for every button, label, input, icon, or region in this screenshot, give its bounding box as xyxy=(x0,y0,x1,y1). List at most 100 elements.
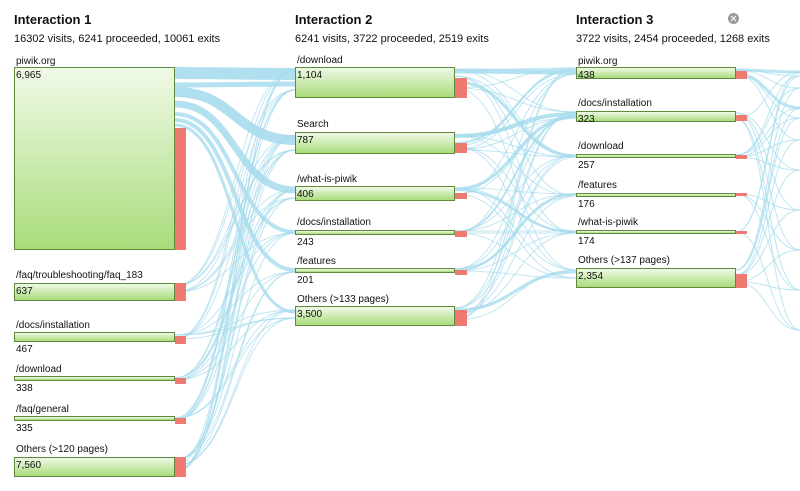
node-label: Others (>120 pages) xyxy=(16,444,108,455)
column-stats: 6241 visits, 3722 proceeded, 2519 exits xyxy=(295,33,489,45)
node-bar[interactable] xyxy=(14,283,175,301)
flow-link xyxy=(174,67,296,80)
column-stats: 16302 visits, 6241 proceeded, 10061 exit… xyxy=(14,33,221,45)
node-bar[interactable] xyxy=(295,230,455,235)
node-value: 257 xyxy=(578,160,595,171)
flow-link xyxy=(174,309,296,467)
column-title: Interaction 1 xyxy=(14,12,92,27)
flow-link xyxy=(174,197,296,381)
node-value: 1,104 xyxy=(297,70,323,81)
flow-link xyxy=(174,87,296,145)
flow-link xyxy=(454,69,577,113)
flow-link xyxy=(454,270,577,279)
node-label: Others (>133 pages) xyxy=(297,294,389,305)
node-bar[interactable] xyxy=(295,67,455,98)
node-bar[interactable] xyxy=(576,193,736,197)
flow-link xyxy=(735,75,800,233)
flow-link xyxy=(174,135,296,287)
flow-link xyxy=(174,81,296,88)
flow-link xyxy=(174,89,296,473)
flow-link xyxy=(174,69,296,340)
node-label: /docs/installation xyxy=(578,98,652,109)
node-exit-bar xyxy=(455,193,467,199)
flow-link xyxy=(174,112,296,234)
flow-link xyxy=(174,89,296,340)
node-bar[interactable] xyxy=(14,457,175,477)
node-value: 176 xyxy=(578,199,595,210)
node-exit-bar xyxy=(736,71,747,79)
node-label: /download xyxy=(16,364,62,375)
flow-link xyxy=(735,69,800,89)
flow-link xyxy=(174,89,296,287)
node-value: 406 xyxy=(297,189,314,200)
flow-link xyxy=(454,154,577,270)
flow-link xyxy=(454,87,577,271)
node-label: /faq/general xyxy=(16,404,69,415)
flow-link xyxy=(454,232,577,315)
node-value: 637 xyxy=(16,286,33,297)
node-bar[interactable] xyxy=(295,306,455,326)
node-label: Others (>137 pages) xyxy=(578,255,670,266)
node-label: /features xyxy=(297,256,336,267)
node-bar[interactable] xyxy=(576,230,736,234)
flow-link xyxy=(454,187,577,271)
node-bar[interactable] xyxy=(295,186,455,201)
flow-link xyxy=(174,149,296,293)
node-bar[interactable] xyxy=(14,332,175,342)
node-value: 787 xyxy=(297,135,314,146)
node-label: Search xyxy=(297,119,329,130)
node-label: /docs/installation xyxy=(297,217,371,228)
node-bar[interactable] xyxy=(576,154,736,158)
node-value: 201 xyxy=(297,275,314,286)
node-exit-bar xyxy=(175,128,186,250)
node-bar[interactable] xyxy=(576,67,736,79)
node-bar[interactable] xyxy=(576,111,736,122)
flow-link xyxy=(735,107,800,156)
node-value: 467 xyxy=(16,344,33,355)
node-label: /what-is-piwik xyxy=(297,174,358,185)
flow-link xyxy=(454,87,577,113)
node-bar[interactable] xyxy=(576,268,736,288)
column-title: Interaction 2 xyxy=(295,12,373,27)
flow-link xyxy=(454,195,577,315)
flow-link xyxy=(454,75,577,197)
flow-link xyxy=(454,67,577,321)
node-exit-bar xyxy=(736,274,747,288)
node-exit-bar xyxy=(175,457,186,477)
node-bar[interactable] xyxy=(295,268,455,273)
flow-link xyxy=(174,149,296,379)
flow-link xyxy=(735,73,800,119)
flow-link xyxy=(174,149,296,421)
close-icon[interactable] xyxy=(728,13,739,24)
flow-link xyxy=(454,145,577,271)
column-header-interaction-3: Interaction 3 3722 visits, 2454 proceede… xyxy=(576,12,770,46)
node-value: 7,560 xyxy=(16,460,42,471)
flow-link xyxy=(174,135,296,340)
node-label: /download xyxy=(578,141,624,152)
flow-link xyxy=(174,271,296,461)
node-value: 243 xyxy=(297,237,314,248)
flow-link xyxy=(174,89,296,421)
node-exit-bar xyxy=(736,231,747,234)
flow-link xyxy=(174,69,296,287)
node-value: 174 xyxy=(578,236,595,247)
flow-link xyxy=(174,317,296,467)
node-label: /faq/troubleshooting/faq_183 xyxy=(16,270,143,281)
flow-link xyxy=(735,209,800,276)
node-bar[interactable] xyxy=(14,416,175,421)
flow-link xyxy=(174,100,296,194)
node-exit-bar xyxy=(736,155,747,159)
node-bar[interactable] xyxy=(14,376,175,381)
flow-link xyxy=(735,87,800,156)
node-bar[interactable] xyxy=(14,67,175,250)
flow-link xyxy=(454,269,577,321)
flow-link xyxy=(174,118,296,272)
node-label: piwik.org xyxy=(16,56,56,67)
flow-link xyxy=(735,169,800,276)
node-bar[interactable] xyxy=(295,132,455,154)
node-label: /features xyxy=(578,180,617,191)
node-exit-bar xyxy=(175,378,186,384)
node-value: 2,354 xyxy=(578,271,604,282)
flow-link xyxy=(454,75,577,158)
node-value: 323 xyxy=(578,114,595,125)
